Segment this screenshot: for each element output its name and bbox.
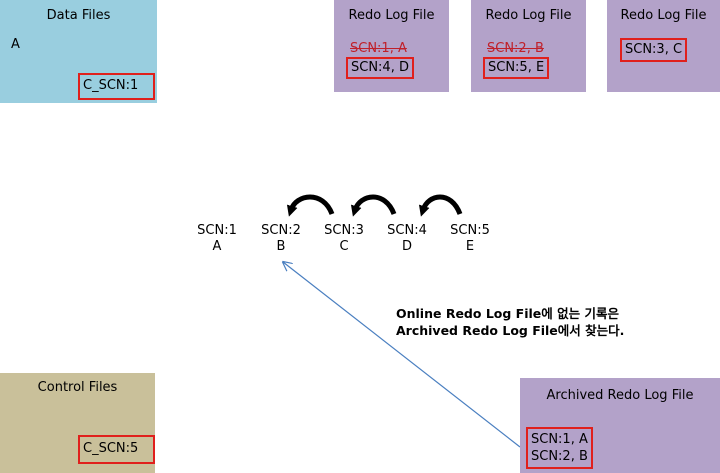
redo-log-1-title: Redo Log File xyxy=(348,8,435,23)
redo-log-1-current-entry: SCN:4, D xyxy=(346,57,414,79)
data-files-content: A xyxy=(11,37,20,52)
timeline-scn4-value: D xyxy=(401,239,412,254)
redo-log-2-title: Redo Log File xyxy=(485,8,572,23)
timeline-scn5: SCN:5 E xyxy=(442,223,498,255)
timeline-scn1: SCN:1 A xyxy=(189,223,245,255)
redo-log-file-2: Redo Log File SCN:2, B SCN:5, E xyxy=(471,0,586,92)
curved-arrow-scn3-to-scn2 xyxy=(286,194,335,217)
timeline-scn3-value: C xyxy=(339,239,349,254)
curved-arrow-scn4-to-scn3 xyxy=(350,194,397,217)
timeline-scn2: SCN:2 B xyxy=(253,223,309,255)
redo-log-file-1: Redo Log File SCN:1, A SCN:4, D xyxy=(334,0,449,92)
note-line-2: Archived Redo Log File에서 찾는다. xyxy=(396,323,625,338)
timeline-scn2-value: B xyxy=(276,239,286,254)
timeline-scn1-label: SCN:1 xyxy=(197,223,237,238)
control-files-checkpoint: C_SCN:5 xyxy=(78,435,155,464)
timeline-scn3: SCN:3 C xyxy=(316,223,372,255)
data-files-title: Data Files xyxy=(46,8,111,23)
archived-entry-2: SCN:2, B xyxy=(531,449,588,464)
control-files-box: Control Files C_SCN:5 xyxy=(0,373,155,473)
redo-log-3-current-entry: SCN:3, C xyxy=(620,38,688,62)
timeline-scn5-label: SCN:5 xyxy=(450,223,490,238)
redo-log-2-old-entry: SCN:2, B xyxy=(487,41,544,56)
control-files-title: Control Files xyxy=(37,380,118,395)
redo-log-file-3: Redo Log File SCN:3, C xyxy=(607,0,720,92)
redo-log-2-current-entry: SCN:5, E xyxy=(483,57,550,79)
timeline-scn4: SCN:4 D xyxy=(379,223,435,255)
archived-redo-log-title: Archived Redo Log File xyxy=(546,388,694,403)
curved-arrow-scn5-to-scn4 xyxy=(418,194,463,217)
timeline-scn1-value: A xyxy=(212,239,222,254)
archived-redo-log-entries: SCN:1, A SCN:2, B xyxy=(526,427,593,469)
data-files-box: Data Files A C_SCN:1 xyxy=(0,0,157,103)
timeline-scn3-label: SCN:3 xyxy=(324,223,364,238)
data-files-checkpoint: C_SCN:1 xyxy=(78,73,155,100)
redo-log-1-old-entry: SCN:1, A xyxy=(350,41,407,56)
note-line-1: Online Redo Log File에 없는 기록은 xyxy=(396,306,619,321)
redo-log-3-title: Redo Log File xyxy=(620,8,707,23)
timeline-scn4-label: SCN:4 xyxy=(387,223,427,238)
archived-to-scn2-arrow xyxy=(283,262,521,448)
archived-redo-log-file: Archived Redo Log File SCN:1, A SCN:2, B xyxy=(520,378,720,473)
archived-entry-1: SCN:1, A xyxy=(531,432,588,447)
timeline-scn2-label: SCN:2 xyxy=(261,223,301,238)
timeline-scn5-value: E xyxy=(465,239,475,254)
